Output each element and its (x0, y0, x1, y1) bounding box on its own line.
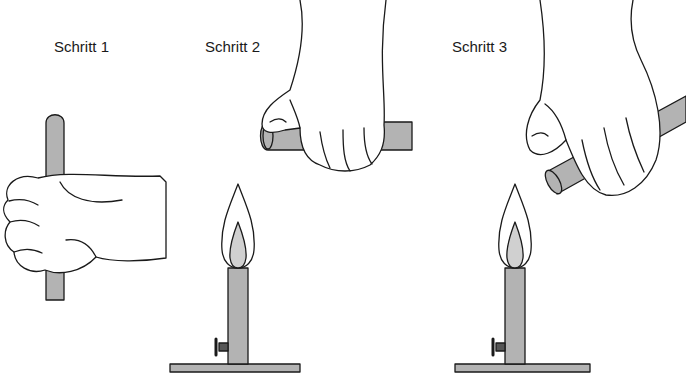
burner-knob (219, 343, 228, 351)
finger-line (582, 140, 600, 190)
burner-knob (492, 339, 495, 355)
finger-line (364, 128, 372, 164)
thumb-line (545, 104, 566, 140)
hand (262, 0, 386, 171)
thumb-line (60, 182, 122, 202)
burner-base (455, 364, 590, 372)
thumb-nail (532, 133, 548, 136)
burner-knob (215, 339, 218, 355)
finger-line (320, 132, 330, 168)
hand (526, 0, 660, 195)
burner-tube (228, 268, 248, 364)
finger-line (9, 200, 38, 205)
tube-opening (542, 168, 565, 197)
hand-edge (300, 0, 386, 1)
step-label: Schritt 1 (54, 38, 109, 56)
finger-line (10, 221, 39, 226)
burner-base (170, 364, 300, 372)
flame-inner (507, 222, 523, 268)
flame-outer (499, 184, 532, 268)
finger-line (343, 130, 350, 171)
burner-knob (496, 343, 505, 351)
flame-outer (222, 184, 255, 268)
step-label: Schritt 2 (205, 38, 260, 56)
flame-inner (230, 222, 246, 268)
finger-line (604, 128, 624, 185)
drawing (4, 0, 686, 372)
finger-line (626, 118, 644, 172)
finger-line (14, 249, 42, 253)
finger-line (66, 240, 96, 257)
thumb-nail (270, 119, 286, 122)
hand (4, 174, 166, 272)
thumb-line (290, 100, 300, 128)
burner-tube (505, 268, 525, 364)
step-label: Schritt 3 (452, 38, 507, 56)
